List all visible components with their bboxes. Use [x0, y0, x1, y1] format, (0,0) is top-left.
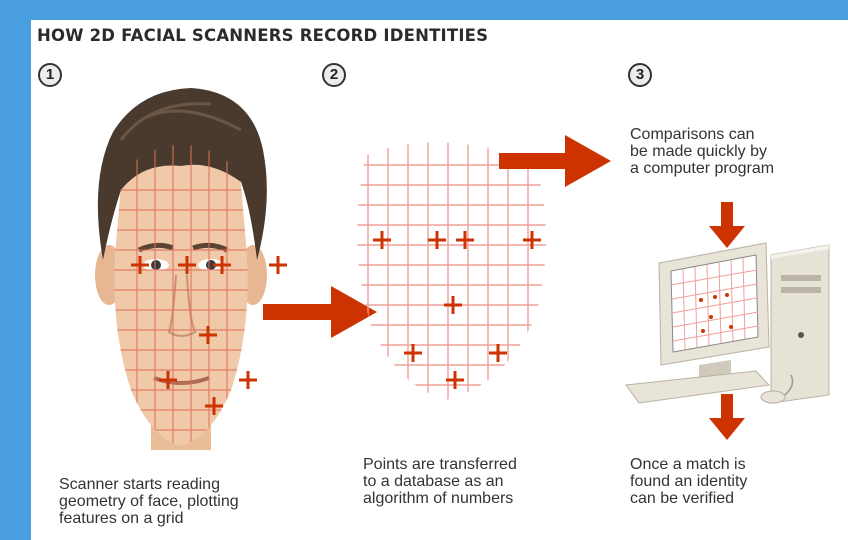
arrow-face-to-grid-icon: [263, 286, 377, 338]
face: [114, 144, 248, 446]
points-grid: [357, 142, 546, 401]
step-3-badge: 3: [628, 63, 652, 87]
step-2-badge: 2: [322, 63, 346, 87]
face-scan-illustration: [95, 88, 287, 450]
mouth: [153, 376, 210, 385]
infographic-title: HOW 2D FACIAL SCANNERS RECORD IDENTITIES: [37, 26, 489, 45]
left-eyebrow: [137, 242, 174, 253]
match-caption: Once a match is found an identity can be…: [630, 456, 748, 507]
arrow-grid-to-computer-icon: [499, 135, 611, 187]
step-1-badge: 1: [38, 63, 62, 87]
face-feature-markers: [131, 256, 287, 415]
computer-illustration: [625, 242, 830, 404]
hair: [97, 88, 267, 260]
right-eyebrow: [192, 242, 229, 253]
arrow-down-to-monitor-icon: [709, 202, 745, 248]
step-1-caption: Scanner starts reading geometry of face,…: [59, 476, 239, 527]
step-2-caption: Points are transferred to a database as …: [363, 456, 517, 507]
grid-point-markers: [373, 231, 541, 389]
step-3-caption: Comparisons can be made quickly by a com…: [630, 126, 775, 177]
infographic-panel: HOW 2D FACIAL SCANNERS RECORD IDENTITIES…: [31, 20, 848, 540]
arrow-down-to-match-icon: [709, 394, 745, 440]
